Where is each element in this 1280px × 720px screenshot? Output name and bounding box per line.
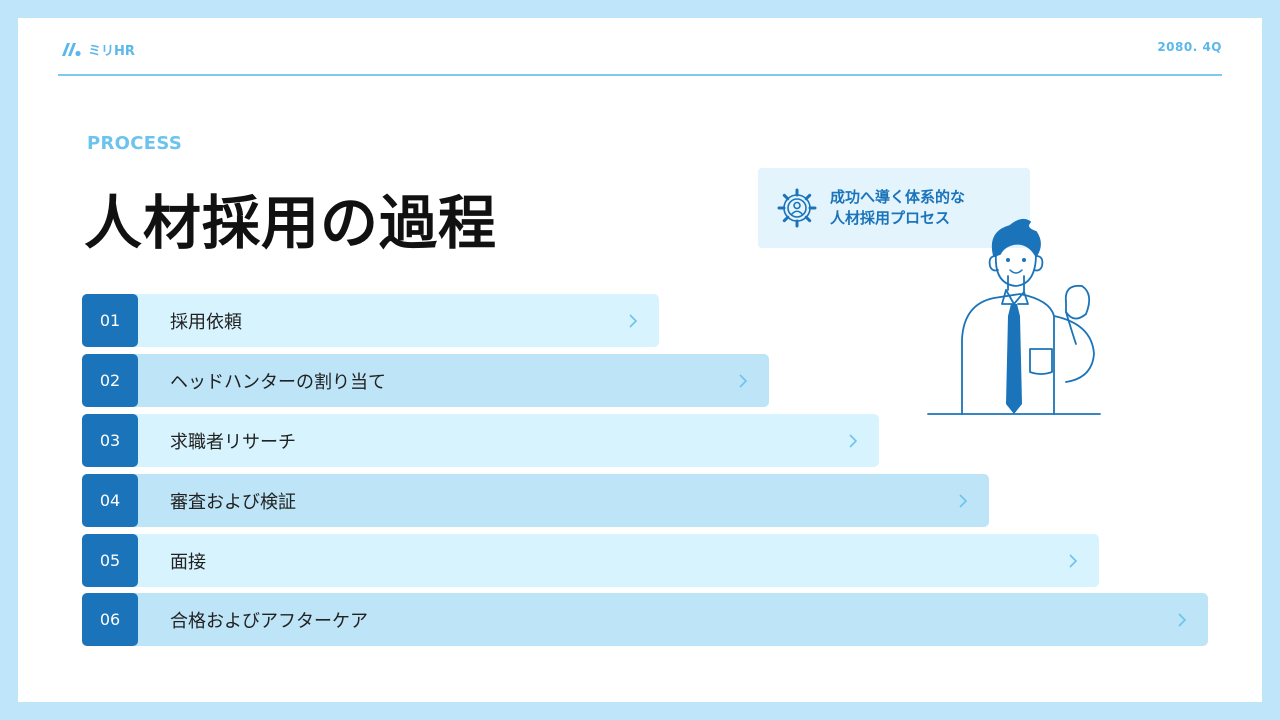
step-label: 採用依頼	[170, 311, 242, 333]
step-bar: 審査および検証	[134, 474, 989, 527]
step-number: 03	[82, 414, 138, 467]
step-label: 審査および検証	[170, 491, 296, 513]
brand-logo: ミリHR	[60, 40, 135, 59]
step-label: ヘッドハンターの割り当て	[170, 371, 386, 393]
callout-line-2: 人材採用プロセス	[830, 209, 951, 227]
chevron-right-icon	[955, 493, 971, 509]
step-bar: 採用依頼	[134, 294, 659, 347]
chevron-right-icon	[1174, 612, 1190, 628]
step-number: 02	[82, 354, 138, 407]
step-label: 求職者リサーチ	[170, 431, 296, 453]
step-bar: 求職者リサーチ	[134, 414, 879, 467]
chevron-right-icon	[625, 313, 641, 329]
process-step[interactable]: 05 面接	[82, 534, 1099, 587]
logo-mark-icon	[62, 43, 81, 57]
section-eyebrow: PROCESS	[87, 133, 183, 154]
callout-line-1: 成功へ導く体系的な	[830, 188, 966, 206]
chevron-right-icon	[845, 433, 861, 449]
report-period: 2080. 4Q	[1157, 40, 1222, 54]
step-number: 01	[82, 294, 138, 347]
gear-person-icon	[777, 188, 817, 228]
header-divider	[58, 74, 1222, 76]
businessman-icon	[924, 204, 1104, 438]
step-label: 面接	[170, 551, 206, 573]
brand-name: ミリHR	[88, 43, 135, 59]
slide: ミリHR 2080. 4Q PROCESS 人材採用の過程 01 採用依頼 02…	[18, 18, 1262, 702]
step-bar: ヘッドハンターの割り当て	[134, 354, 769, 407]
process-step[interactable]: 04 審査および検証	[82, 474, 989, 527]
step-bar: 面接	[134, 534, 1099, 587]
step-number: 04	[82, 474, 138, 527]
step-number: 06	[82, 593, 138, 646]
step-label: 合格およびアフターケア	[170, 610, 368, 632]
process-step[interactable]: 03 求職者リサーチ	[82, 414, 879, 467]
process-step[interactable]: 06 合格およびアフターケア	[82, 593, 1208, 646]
page-title: 人材採用の過程	[84, 189, 498, 257]
callout-text: 成功へ導く体系的な 人材採用プロセス	[830, 187, 965, 229]
process-step[interactable]: 01 採用依頼	[82, 294, 659, 347]
step-bar: 合格およびアフターケア	[134, 593, 1208, 646]
step-number: 05	[82, 534, 138, 587]
process-step[interactable]: 02 ヘッドハンターの割り当て	[82, 354, 769, 407]
chevron-right-icon	[735, 373, 751, 389]
chevron-right-icon	[1065, 553, 1081, 569]
callout-box: 成功へ導く体系的な 人材採用プロセス	[758, 168, 1030, 248]
